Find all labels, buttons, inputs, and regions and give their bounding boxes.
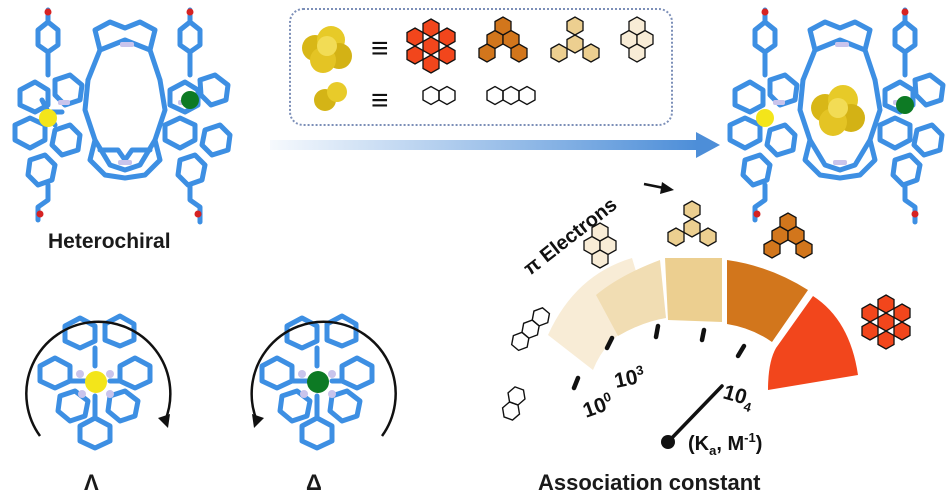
gauge-anthracene-icon [510, 307, 551, 352]
triphenylene-icon [550, 16, 600, 63]
tick-label-2: 103 [612, 362, 647, 393]
rotation-arrow-icon [25, 320, 172, 437]
gauge-ticks [571, 323, 747, 391]
gauge-triphenylene-icon [667, 200, 717, 247]
binding-arrow [270, 132, 720, 158]
green-metal-icon [896, 96, 914, 114]
heterochiral-label: Heterochiral [48, 230, 171, 253]
yellow-metal-icon [85, 371, 107, 393]
small-guest-icon [314, 82, 347, 111]
equals-sign-1: ≡ [371, 32, 389, 65]
gauge-naphthalene-icon [501, 386, 526, 421]
gauge-needle [661, 384, 724, 449]
bound-guest-icon [811, 85, 865, 136]
pyrene-icon [620, 16, 654, 63]
equals-sign-2: ≡ [371, 84, 389, 117]
gauge-segment-2b [596, 260, 666, 336]
tick-label-3: 104 [720, 381, 758, 416]
tick-label-1: 100 [579, 389, 616, 423]
gauge-coronene-icon [861, 294, 911, 350]
host-guest-cage [727, 7, 946, 225]
green-metal-icon [181, 91, 199, 109]
naphthalene-icon [422, 85, 456, 106]
rotation-arrow-icon [250, 320, 397, 437]
gauge-pyrene-icon [583, 222, 617, 269]
coronene-icon [406, 18, 456, 74]
gauge-segment-4 [727, 260, 808, 342]
delta-label: Δ [306, 470, 322, 495]
gauge-benzo-perylene-icon [763, 212, 813, 259]
lambda-complex [25, 313, 172, 451]
heterochiral-cage [12, 7, 233, 225]
large-guest-icon [302, 26, 352, 73]
yellow-metal-icon [756, 109, 774, 127]
gauge-segment-5 [768, 296, 858, 390]
delta-complex [250, 313, 397, 451]
guest-legend: ≡ [302, 16, 654, 117]
green-metal-icon [307, 371, 329, 393]
association-constant-label: Association constant [538, 470, 761, 495]
pi-electrons-arrow-icon [643, 182, 674, 194]
ka-label: (Ka, M-1) [688, 430, 762, 458]
benzo-perylene-icon [478, 16, 528, 63]
gauge-segment-3 [665, 258, 722, 322]
association-gauge: 100 103 104 (Ka, M-1) π Electrons [501, 182, 911, 458]
lambda-label: Λ [84, 470, 99, 495]
guest-legend-box [289, 8, 673, 126]
anthracene-icon [486, 85, 536, 106]
yellow-metal-icon [39, 109, 57, 127]
